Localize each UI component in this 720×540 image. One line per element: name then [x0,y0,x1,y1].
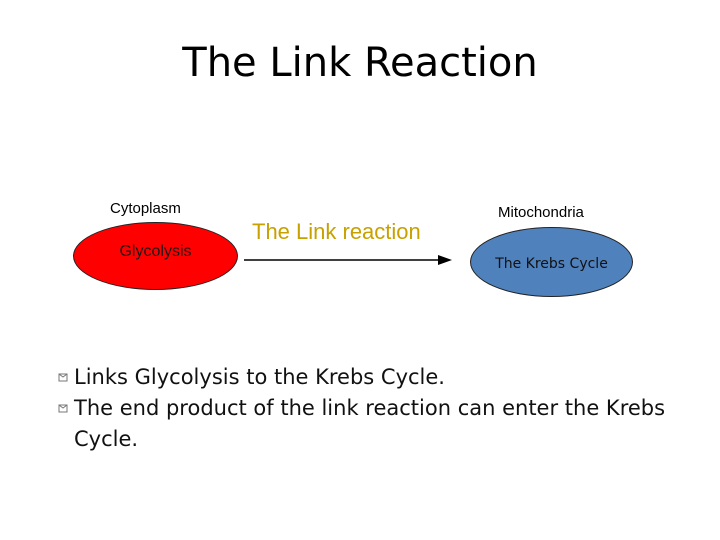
mitochondria-label: Mitochondria [498,204,584,221]
arrow-head-icon [438,255,452,265]
glycolysis-label: Glycolysis [119,243,192,260]
link-arrow [244,255,452,265]
link-reaction-label: The Link reaction [252,219,421,244]
krebs-label: The Krebs Cycle [495,256,608,272]
glycolysis-ellipse: Glycolysis [73,222,238,290]
slide-title: The Link Reaction [182,40,538,86]
wingding-bullet-icon [58,373,68,382]
bullet-item: The end product of the link reaction can… [58,393,698,455]
bullet-item: Links Glycolysis to the Krebs Cycle. [58,362,698,393]
bullet-text: Links Glycolysis to the Krebs Cycle. [74,365,445,389]
wingding-bullet-icon [58,404,68,413]
krebs-ellipse: The Krebs Cycle [470,227,633,297]
bullet-text: The end product of the link reaction can… [74,396,666,451]
bullet-list: Links Glycolysis to the Krebs Cycle. The… [58,362,698,455]
cytoplasm-label: Cytoplasm [110,200,181,217]
